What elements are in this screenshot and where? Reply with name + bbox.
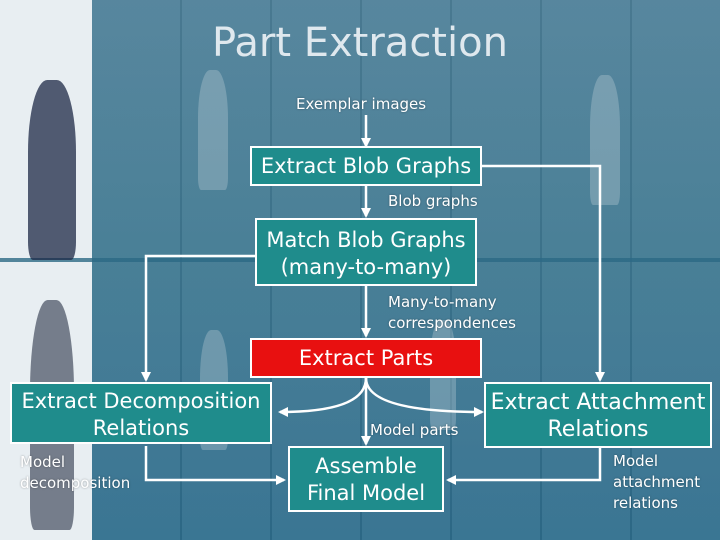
- model-parts-label: Model parts: [370, 420, 458, 441]
- match-blob-graphs-box: Match Blob Graphs (many-to-many): [255, 218, 477, 286]
- model-attachment-label-line2: attachment: [613, 472, 700, 493]
- many-to-many-label-line2: correspondences: [388, 313, 516, 334]
- extract-attachment-box: Extract Attachment Relations: [484, 382, 712, 448]
- model-decomposition-label-line2: decomposition: [20, 473, 130, 494]
- extract-parts-box: Extract Parts: [250, 338, 482, 378]
- extract-attachment-label-line1: Extract Attachment: [486, 389, 710, 416]
- arrow-match-to-decomposition: [146, 256, 255, 380]
- extract-blob-graphs-label: Extract Blob Graphs: [261, 154, 471, 178]
- assemble-label-line2: Final Model: [290, 480, 442, 507]
- extract-decomposition-box: Extract Decomposition Relations: [10, 382, 272, 444]
- match-blob-graphs-label-line1: Match Blob Graphs: [257, 227, 475, 254]
- arrow-attachment-to-assemble: [448, 448, 600, 480]
- exemplar-images-label: Exemplar images: [296, 94, 426, 115]
- assemble-final-model-box: Assemble Final Model: [288, 446, 444, 512]
- arrow-decomposition-to-assemble: [146, 446, 284, 480]
- extract-attachment-label-line2: Relations: [486, 416, 710, 443]
- page-title: Part Extraction: [0, 20, 720, 66]
- many-to-many-label-line1: Many-to-many: [388, 292, 497, 313]
- model-decomposition-label-line1: Model: [20, 452, 65, 473]
- model-attachment-label-line1: Model: [613, 451, 658, 472]
- model-attachment-label-line3: relations: [613, 493, 678, 514]
- arrow-parts-to-decomposition: [280, 378, 366, 412]
- extract-decomposition-label-line2: Relations: [12, 415, 270, 442]
- assemble-label-line1: Assemble: [290, 453, 442, 480]
- arrow-blob-to-attachment: [482, 166, 600, 380]
- extract-blob-graphs-box: Extract Blob Graphs: [250, 146, 482, 186]
- extract-parts-label: Extract Parts: [299, 346, 433, 370]
- arrow-parts-to-attachment: [366, 378, 482, 412]
- extract-decomposition-label-line1: Extract Decomposition: [12, 388, 270, 415]
- blob-graphs-label: Blob graphs: [388, 191, 478, 212]
- match-blob-graphs-label-line2: (many-to-many): [257, 254, 475, 281]
